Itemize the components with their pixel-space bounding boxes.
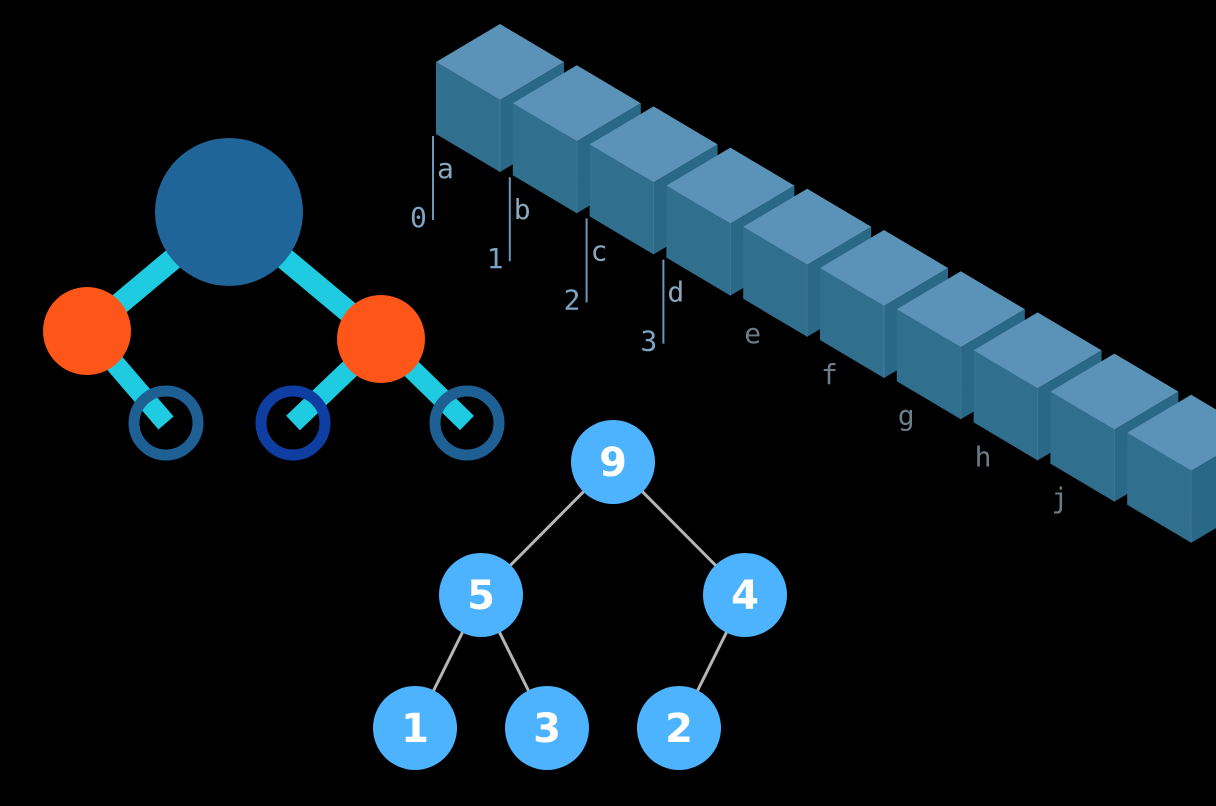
heap-node-circle (505, 686, 589, 770)
tree-leaf-ring (429, 385, 505, 461)
tree-root-node (155, 138, 303, 286)
heap-node: 9 (571, 420, 655, 504)
cube-face-top (1127, 394, 1216, 471)
element-label: c (591, 234, 608, 267)
heap-nodes: 9 5 4 1 3 2 (373, 420, 787, 770)
heap-node-value: 3 (533, 706, 561, 752)
heap-node: 1 (373, 686, 457, 770)
tree-leaf-ring (128, 385, 204, 461)
heap-node-value: 5 (467, 573, 495, 619)
heap-node-value: 2 (665, 706, 693, 752)
cube-face-left (1050, 391, 1115, 502)
element-label: d (667, 276, 684, 309)
heap-node-value: 9 (599, 440, 627, 486)
tree-child-node-right (337, 295, 425, 383)
index-label: 1 (487, 242, 504, 275)
cube-row (436, 24, 1216, 543)
element-label: f (821, 358, 838, 391)
heap-node: 2 (637, 686, 721, 770)
heap-node: 3 (505, 686, 589, 770)
heap-node: 5 (439, 553, 523, 637)
heap-node: 4 (703, 553, 787, 637)
element-labels: a b c d e f g h j (437, 152, 1068, 515)
element-label: b (514, 193, 531, 226)
heap-node-circle (373, 686, 457, 770)
element-label: e (744, 317, 761, 350)
heap-node-circle (703, 553, 787, 637)
cube-face-left (820, 268, 884, 378)
cube-face-left (666, 185, 731, 296)
index-markers: 0 1 2 3 (410, 136, 665, 358)
element-label: j (1051, 482, 1068, 515)
tree-child-node-left (43, 287, 131, 375)
heap-node-value: 4 (731, 573, 759, 619)
heap-node-circle (439, 553, 523, 637)
heap-node-circle (637, 686, 721, 770)
array-cube (1127, 394, 1216, 543)
index-label: 3 (640, 325, 657, 358)
element-label: g (898, 399, 915, 432)
cube-face-left (436, 62, 500, 172)
heap-node-circle (571, 420, 655, 504)
heap-node-value: 1 (401, 706, 429, 752)
cube-face-left (896, 309, 961, 420)
element-label: h (975, 440, 992, 473)
cube-face-left (1127, 432, 1192, 543)
cube-face-top (743, 188, 872, 265)
element-label: a (437, 152, 454, 185)
cube-face-left (589, 144, 654, 255)
tree-leaf-ring-highlight (255, 385, 331, 461)
cube-face-left (743, 226, 808, 337)
cube-face-left (512, 103, 577, 214)
index-label: 0 (410, 201, 427, 234)
cube-face-right (1191, 456, 1216, 543)
cube-face-left (973, 350, 1038, 461)
index-label: 2 (564, 283, 581, 316)
